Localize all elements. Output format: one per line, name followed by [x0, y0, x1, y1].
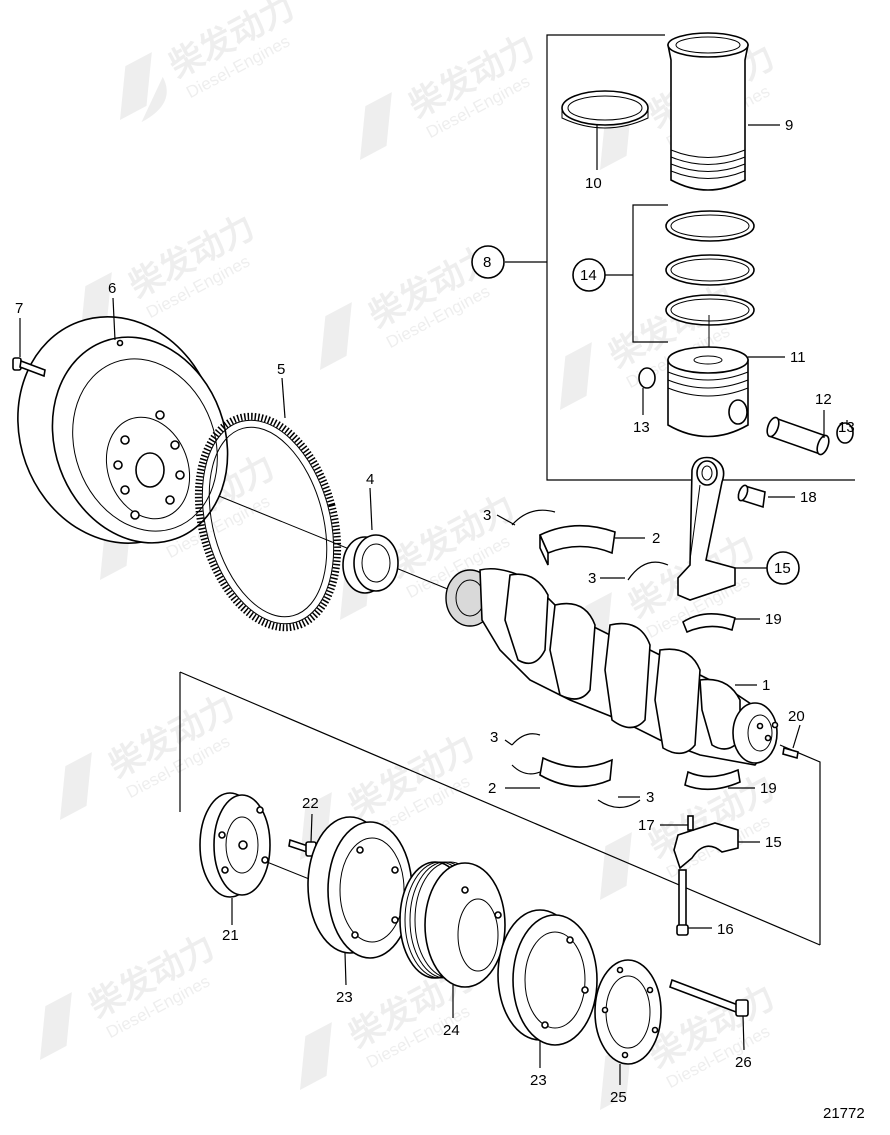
group-bracket-piston-rings [605, 204, 668, 343]
con-rod-cap-dowel [687, 815, 694, 831]
piston-rings [665, 210, 755, 355]
crankshaft [445, 567, 779, 766]
damper-bolt [669, 978, 749, 1017]
drawing-number: 21772 [823, 1105, 865, 1122]
callout-12: 12 [815, 391, 832, 408]
callout-3: 3 [646, 789, 654, 806]
callout-19: 19 [765, 611, 782, 628]
callout-19: 19 [760, 780, 777, 797]
callout-4: 4 [366, 471, 374, 488]
piston-pin-circlip-left [638, 367, 656, 389]
callout-16: 16 [717, 921, 734, 938]
callout-18: 18 [800, 489, 817, 506]
crankshaft-hub [199, 792, 271, 898]
callout-labels: 1 2 2 3 3 3 3 4 5 6 7 8 9 10 11 12 13 13… [15, 117, 855, 1106]
flywheel-ring-gear [194, 412, 342, 632]
callout-1: 1 [762, 677, 770, 694]
crankshaft-dowel-pin [782, 746, 799, 760]
callout-7: 7 [15, 300, 23, 317]
callout-24: 24 [443, 1022, 460, 1039]
vibration-damper-front [307, 816, 413, 959]
callout-8: 8 [483, 254, 491, 271]
thrust-washer-upper-left [511, 509, 556, 526]
damper-washer-plate [594, 959, 662, 1065]
callout-circle-14 [572, 258, 606, 292]
flywheel [17, 316, 229, 544]
callout-13: 13 [633, 419, 650, 436]
callout-3: 3 [490, 729, 498, 746]
callout-circle-8 [471, 245, 505, 279]
liner-seal-ring [561, 90, 649, 129]
thrust-washer-lower-right [597, 799, 641, 809]
callout-26: 26 [735, 1054, 752, 1071]
callout-2: 2 [652, 530, 660, 547]
piston-pin [766, 416, 830, 456]
small-end-bushing [737, 484, 766, 509]
callout-23: 23 [336, 989, 353, 1006]
leader-lines [19, 124, 848, 1085]
callout-3: 3 [483, 507, 491, 524]
watermark-logo: 柴发动力 Diesel-Engines [360, 27, 541, 160]
crankshaft-rear-seal [342, 534, 399, 594]
callout-5: 5 [277, 361, 285, 378]
callout-10: 10 [585, 175, 602, 192]
callout-20: 20 [788, 708, 805, 725]
callout-9: 9 [785, 117, 793, 134]
callout-14: 14 [580, 267, 597, 284]
watermark-logo: 柴发动力 Diesel-Engines [40, 927, 221, 1060]
callout-22: 22 [302, 795, 319, 812]
con-rod-bearing-shell-lower [684, 768, 741, 791]
thrust-washer-upper-right [627, 561, 669, 581]
piston [667, 346, 749, 438]
callout-2: 2 [488, 780, 496, 797]
crankshaft-pulley [399, 861, 506, 988]
vibration-damper-rear [497, 909, 598, 1046]
connecting-rod [677, 456, 736, 601]
watermark-logo: 柴发动力 Diesel-Engines [120, 0, 301, 123]
callout-15: 15 [765, 834, 782, 851]
callout-21: 21 [222, 927, 239, 944]
callout-circle-15 [766, 551, 800, 585]
con-rod-bolt [676, 869, 689, 936]
con-rod-bearing-shell-upper [682, 613, 736, 634]
callout-23: 23 [530, 1072, 547, 1089]
callout-6: 6 [108, 280, 116, 297]
connecting-rod-cap [673, 822, 739, 870]
callout-15: 15 [774, 560, 791, 577]
callout-25: 25 [610, 1089, 627, 1106]
callout-3: 3 [588, 570, 596, 587]
thrust-washer-lower-left-top [511, 733, 541, 746]
main-bearing-shell-lower [539, 756, 613, 788]
piston-pin-circlip-right [836, 422, 854, 444]
thrust-washer-lower-left-bottom [511, 764, 541, 775]
cylinder-liner [667, 32, 749, 191]
main-bearing-shell-upper [538, 524, 616, 566]
callout-17: 17 [638, 817, 655, 834]
flywheel-bolt [12, 357, 46, 378]
callout-11: 11 [790, 349, 806, 366]
callout-13: 13 [838, 419, 855, 436]
